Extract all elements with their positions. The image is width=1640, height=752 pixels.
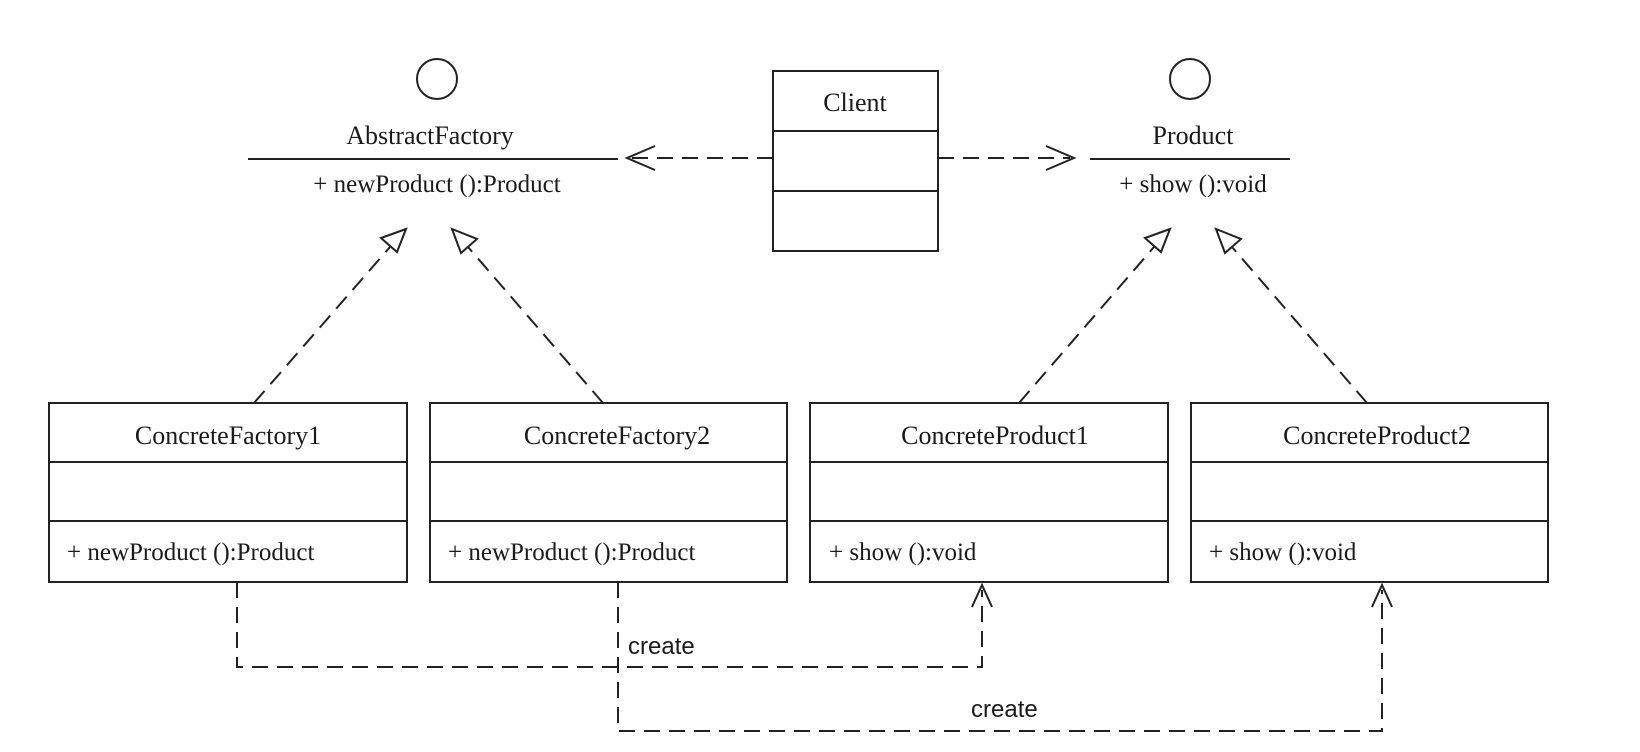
hollow-triangle-arrowhead-icon: [1143, 227, 1172, 254]
concrete-factory-1-name: ConcreteFactory1: [135, 421, 321, 450]
concrete-factory-2-name: ConcreteFactory2: [524, 421, 710, 450]
concrete-factory-2-operation: + newProduct ():Product: [448, 539, 695, 566]
concrete-product-2-box: [1190, 402, 1549, 583]
concrete-factory-1-class[interactable]: ConcreteFactory1 + newProduct ():Product: [48, 402, 408, 583]
create-label-2: create: [971, 696, 1038, 723]
client-to-abstract-factory-dependency: [624, 145, 773, 171]
concrete-factory-1-box: [48, 402, 408, 583]
create-label-1: create: [628, 633, 695, 660]
open-arrowhead-icon: [1045, 145, 1077, 171]
product-interface[interactable]: Product + show ():void: [1090, 58, 1290, 198]
product-name: Product: [1153, 121, 1235, 150]
abstract-factory-operation: + newProduct ():Product: [313, 171, 560, 198]
concrete-product-2-name: ConcreteProduct2: [1283, 421, 1471, 450]
client-box: [772, 70, 939, 252]
concrete-factory-1-realizes-abstract-factory: [253, 227, 408, 404]
open-arrowhead-icon: [1371, 582, 1393, 608]
concrete-factory-2-class[interactable]: ConcreteFactory2 + newProduct ():Product: [429, 402, 788, 583]
realization-line: [1018, 246, 1155, 404]
client-class[interactable]: Client: [772, 70, 939, 252]
factory-1-creates-product-1: create: [236, 582, 993, 668]
concrete-factory-2-box: [429, 402, 788, 583]
create-dependency-line: [236, 582, 983, 668]
abstract-factory-interface[interactable]: AbstractFactory + newProduct ():Product: [248, 58, 618, 198]
concrete-factory-1-operation: + newProduct ():Product: [67, 539, 314, 566]
interface-lollipop-icon: [416, 58, 458, 100]
concrete-product-1-name: ConcreteProduct1: [901, 421, 1089, 450]
hollow-triangle-arrowhead-icon: [1214, 227, 1243, 255]
interface-lollipop-icon: [1169, 58, 1211, 100]
open-arrowhead-icon: [971, 582, 993, 608]
concrete-product-1-box: [809, 402, 1169, 583]
realization-line: [253, 246, 391, 404]
concrete-product-2-class[interactable]: ConcreteProduct2 + show ():void: [1190, 402, 1549, 583]
client-to-product-dependency: [938, 145, 1077, 171]
concrete-product-1-class[interactable]: ConcreteProduct1 + show ():void: [809, 402, 1169, 583]
factory-2-creates-product-2: create: [617, 582, 1393, 732]
open-arrowhead-icon: [624, 145, 656, 171]
realization-line: [1231, 246, 1368, 404]
concrete-product-1-realizes-product: [1018, 227, 1172, 404]
hollow-triangle-arrowhead-icon: [450, 227, 479, 255]
create-dependency-line: [617, 582, 1383, 732]
concrete-product-2-operation: + show ():void: [1209, 539, 1357, 566]
product-operation: + show ():void: [1119, 171, 1267, 198]
concrete-product-2-realizes-product: [1214, 227, 1368, 404]
abstract-factory-name: AbstractFactory: [346, 121, 514, 150]
realization-line: [467, 246, 604, 404]
concrete-factory-2-realizes-abstract-factory: [450, 227, 604, 404]
client-name: Client: [823, 88, 887, 117]
hollow-triangle-arrowhead-icon: [379, 227, 408, 254]
concrete-product-1-operation: + show ():void: [829, 539, 977, 566]
